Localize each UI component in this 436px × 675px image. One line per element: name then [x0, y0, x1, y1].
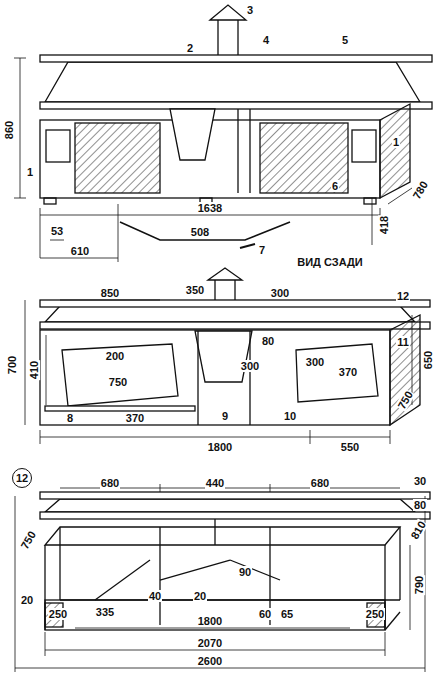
dimension-label: 680 — [100, 477, 120, 489]
dimension-label: 2600 — [197, 655, 223, 667]
dimension-label: 60 — [258, 608, 272, 620]
dimension-label: 1 — [26, 166, 34, 178]
dimension-label: 750 — [108, 376, 128, 388]
dimension-label: 1638 — [197, 202, 223, 214]
dimension-label: 418 — [378, 215, 390, 235]
dimension-label: 1800 — [207, 441, 233, 453]
dimension-label: 370 — [338, 366, 358, 378]
dimension-label: 370 — [125, 412, 145, 424]
dimension-label: 860 — [3, 120, 15, 140]
dimension-label: 650 — [422, 350, 434, 370]
dimension-label: 1 — [392, 136, 400, 148]
dimension-label: 7 — [258, 244, 266, 256]
dimension-label: 750 — [18, 528, 39, 552]
dimension-label: 20 — [193, 590, 207, 602]
dimension-label: 40 — [148, 590, 162, 602]
dimension-label: 3 — [246, 4, 254, 16]
dimension-label: 508 — [190, 226, 210, 238]
dimension-label: 53 — [50, 225, 64, 237]
dimension-label: 30 — [413, 475, 427, 487]
dimension-label: 550 — [340, 441, 360, 453]
dimension-label: 200 — [105, 350, 125, 362]
dimension-label: 680 — [310, 477, 330, 489]
dimension-label: 335 — [95, 606, 115, 618]
dimension-label: 2070 — [197, 637, 223, 649]
dimension-label: 20 — [20, 594, 34, 606]
dimension-label: 700 — [6, 355, 18, 375]
dimension-label: 780 — [410, 178, 431, 202]
dimension-label: 300 — [305, 356, 325, 368]
dimension-label: 12 — [396, 290, 410, 302]
dimension-label: 6 — [331, 180, 339, 192]
dimension-label: 350 — [185, 284, 205, 296]
dimension-label: 9 — [221, 410, 229, 422]
dimension-label: 610 — [70, 245, 90, 257]
dimension-label: 80 — [413, 499, 427, 511]
dimension-label: 10 — [283, 410, 297, 422]
view-title: ВИД СЗАДИ — [296, 256, 364, 268]
callout-number: 12 — [16, 472, 28, 484]
dimension-label: 850 — [100, 287, 120, 299]
dimension-label: 790 — [413, 575, 425, 595]
dimension-label: 5 — [341, 34, 349, 46]
dimension-label: 65 — [280, 608, 294, 620]
dimension-label: 440 — [205, 477, 225, 489]
dimension-label: 8 — [66, 412, 74, 424]
callout-circle: 12 — [12, 468, 32, 488]
dimension-label: 11 — [396, 336, 410, 348]
dimension-label: 90 — [238, 566, 252, 578]
dimension-label: 1800 — [197, 615, 223, 627]
dimension-label: 2 — [186, 42, 194, 54]
dimension-label: 80 — [261, 335, 275, 347]
dimension-label: 300 — [240, 360, 260, 372]
dimension-label: 410 — [28, 360, 40, 380]
dimension-label: 300 — [270, 287, 290, 299]
dimension-label: 250 — [365, 608, 385, 620]
dimension-label: 250 — [48, 608, 68, 620]
dimension-label: 4 — [262, 34, 270, 46]
